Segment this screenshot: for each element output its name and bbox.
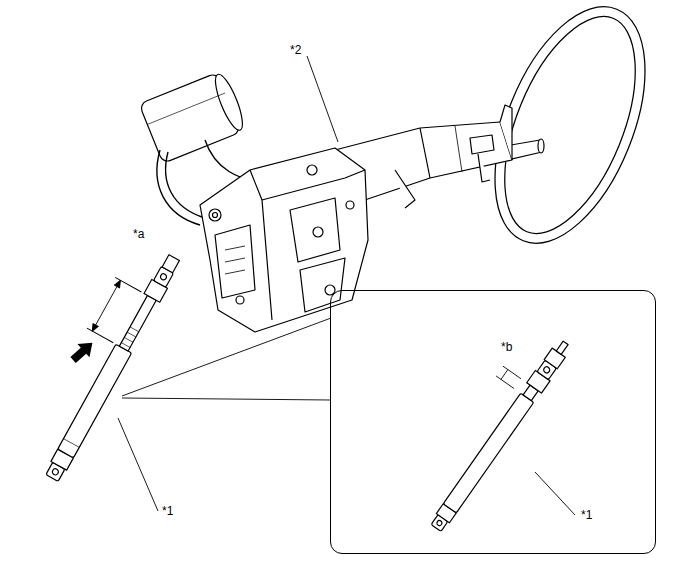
- leader-lines: [118, 56, 338, 511]
- callout-number: *1: [581, 509, 592, 521]
- inset-shaft: [405, 321, 573, 533]
- push-arrow: [67, 336, 98, 367]
- motor: [139, 70, 248, 164]
- callout-number: *1: [162, 505, 173, 517]
- dimension-a: [87, 277, 141, 342]
- callout-number: *2: [290, 44, 301, 56]
- inset-leader: [535, 472, 575, 515]
- gear-housing: [200, 148, 368, 332]
- dimension-label: *b: [501, 341, 512, 353]
- intermediate-shaft: [44, 253, 182, 482]
- inset-frame: *b *1: [330, 290, 656, 554]
- dimension-label: *a: [133, 228, 144, 240]
